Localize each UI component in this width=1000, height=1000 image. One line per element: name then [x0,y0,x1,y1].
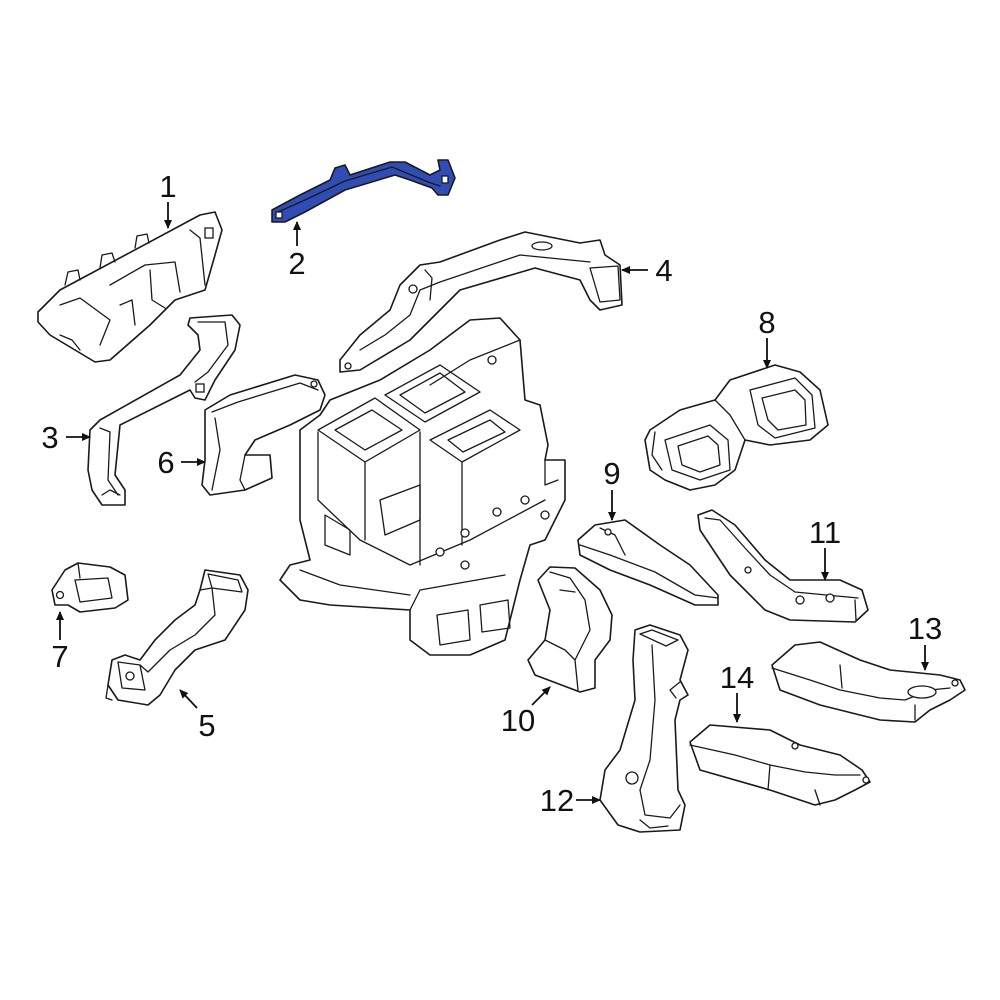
callout-label-7: 7 [51,639,68,674]
part-1-bracket[interactable] [37,211,223,363]
callout-label-2: 2 [288,246,305,281]
part-13-rear-duct[interactable] [771,641,966,723]
part-4-upper-duct[interactable] [339,231,623,373]
part-3-strut-duct[interactable] [87,314,241,506]
part-10-duct[interactable] [527,566,613,693]
part-2-duct-bar[interactable] [271,159,456,223]
callout-label-3: 3 [41,420,58,455]
part-14-rear-duct[interactable] [689,724,871,806]
callout-label-4: 4 [655,253,672,288]
part-8-vent-outlets[interactable] [644,364,829,491]
callout-label-9: 9 [603,456,620,491]
callout-label-8: 8 [758,305,775,340]
hvac-case-assembly[interactable] [279,317,566,656]
callout-label-1: 1 [159,169,176,204]
callout-label-12: 12 [540,783,574,818]
callout-label-6: 6 [157,445,174,480]
part-11-duct[interactable] [697,509,869,623]
part-6-side-duct[interactable] [201,374,326,496]
part-9-duct[interactable] [577,519,719,606]
callout-label-14: 14 [720,660,754,695]
callout-label-13: 13 [908,611,942,646]
part-7-mount-bracket[interactable] [51,562,129,613]
callout-arrow-5 [179,689,198,709]
part-5-floor-duct[interactable] [105,569,249,706]
callout-label-5: 5 [198,708,215,743]
callout-label-11: 11 [809,515,841,550]
part-12-rear-duct[interactable] [599,624,689,833]
callout-label-10: 10 [501,703,535,738]
callout-arrow-10 [531,686,551,706]
